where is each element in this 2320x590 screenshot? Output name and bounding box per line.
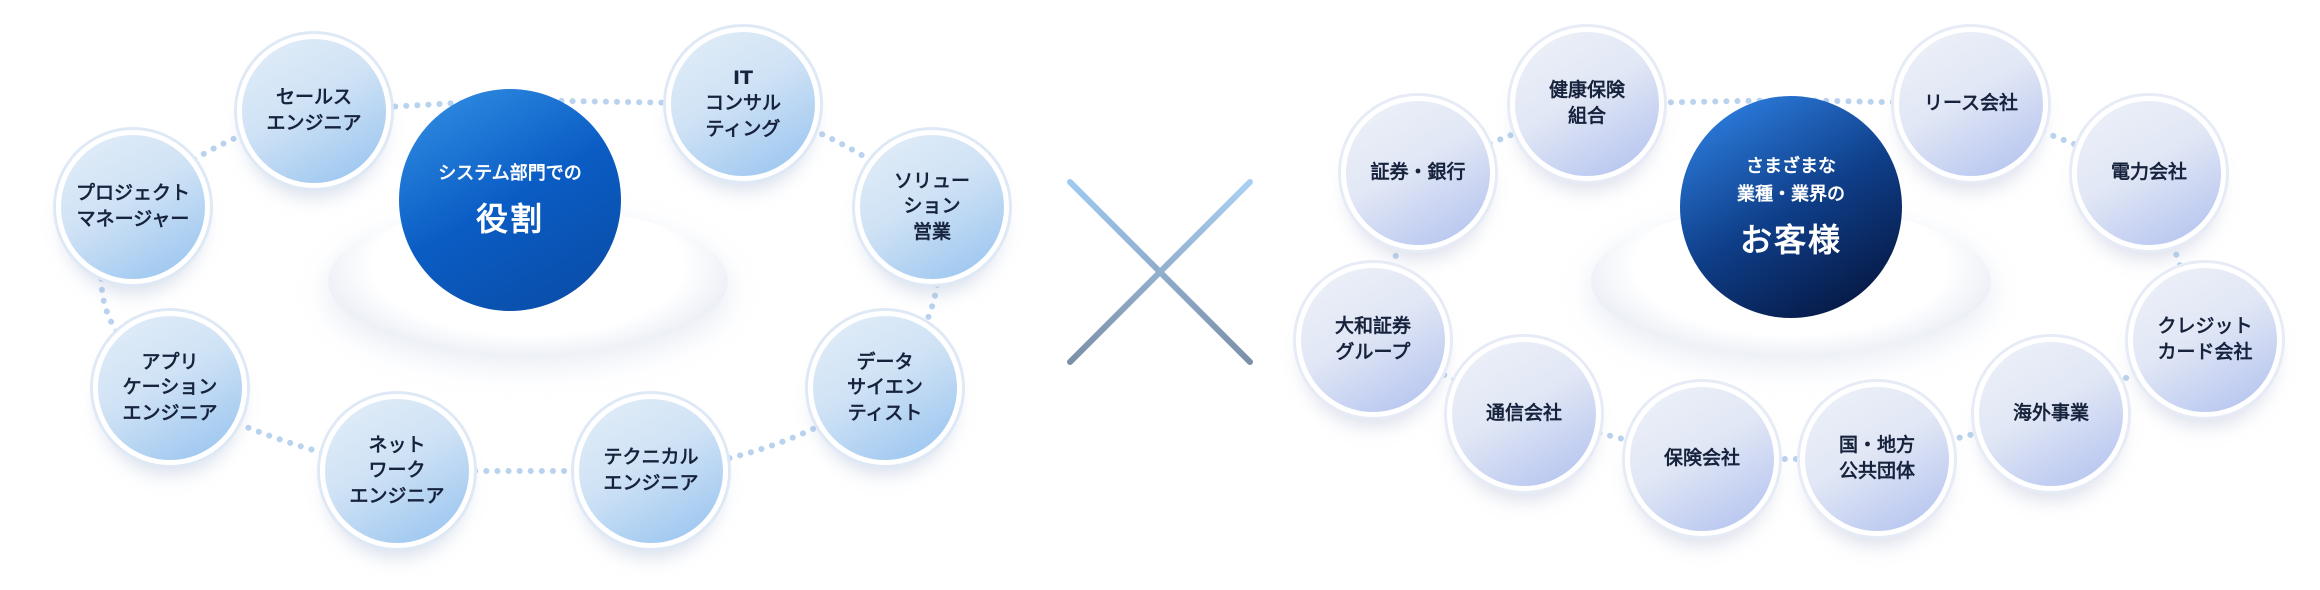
customer-leasing: リース会社 xyxy=(1894,27,2048,181)
customer-telecom: 通信会社 xyxy=(1447,337,1601,491)
customer-securities-bank: 証券・銀行 xyxy=(1341,96,1495,250)
customer-overseas-business: 海外事業 xyxy=(1974,337,2128,491)
role-network-engineer: ネット ワーク エンジニア xyxy=(320,394,474,548)
role-project-manager: プロジェクト マネージャー xyxy=(56,130,210,284)
customers-center-title: お客様 xyxy=(1739,220,1842,259)
role-technical-engineer: テクニカル エンジニア xyxy=(574,394,728,548)
customer-insurance: 保険会社 xyxy=(1625,382,1779,536)
customer-health-insurance-union: 健康保険 組合 xyxy=(1510,27,1664,181)
role-sales-engineer: セールス エンジニア xyxy=(237,34,391,188)
role-data-scientist: データ サイエン ティスト xyxy=(808,311,962,465)
roles-center-circle: システム部門での 役割 xyxy=(399,89,621,311)
multiply-icon xyxy=(1067,179,1253,365)
roles-center-subtitle: システム部門での xyxy=(438,163,582,185)
role-it-consulting: IT コンサル ティング xyxy=(666,27,820,181)
customers-center-subtitle: さまざまな 業種・業界の xyxy=(1737,156,1845,205)
role-solution-sales: ソリュー ション 営業 xyxy=(855,130,1009,284)
roles-center-title: 役割 xyxy=(475,199,544,238)
customer-electric-power: 電力会社 xyxy=(2072,96,2226,250)
customers-center-circle: さまざまな 業種・業界の お客様 xyxy=(1680,96,1902,318)
role-application-engineer: アプリ ケーション エンジニア xyxy=(93,311,247,465)
customer-public-sector: 国・地方 公共団体 xyxy=(1800,382,1954,536)
customer-daiwa-securities-group: 大和証券 グループ xyxy=(1296,263,1450,417)
customer-credit-card: クレジット カード会社 xyxy=(2128,263,2282,417)
